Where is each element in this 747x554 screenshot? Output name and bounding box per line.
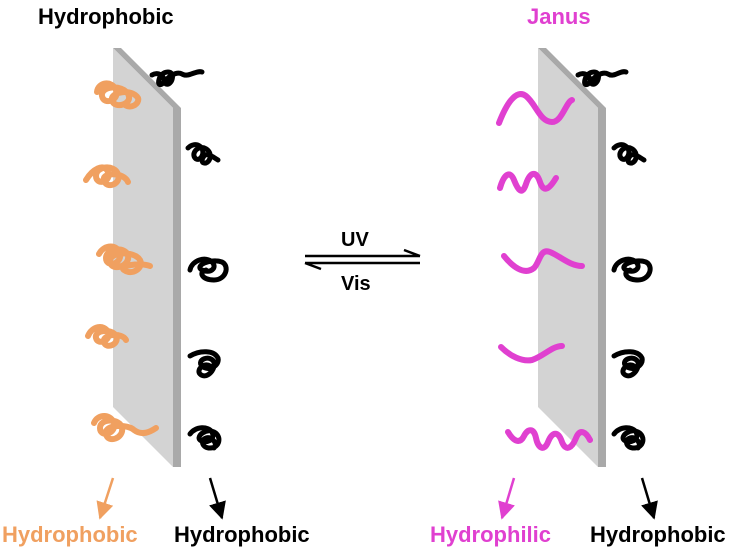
black-coil-l2 [185, 142, 221, 166]
arrow-left-front [96, 477, 115, 520]
right-magenta-waves [496, 91, 593, 451]
black-coil-r5 [611, 425, 646, 451]
arrow-left-back [208, 477, 226, 520]
black-coil-r2 [611, 142, 647, 166]
black-coil-r4 [611, 349, 645, 379]
magenta-wave-1 [496, 91, 575, 126]
orange-coil-1 [94, 80, 142, 110]
forward-arrow [305, 248, 421, 258]
orange-coil-5 [91, 413, 159, 443]
orange-coil-2 [83, 164, 131, 189]
uv-label: UV [341, 229, 369, 251]
left-back-label: Hydrophobic [174, 522, 310, 547]
left-black-coils [149, 69, 229, 451]
right-surface [538, 48, 606, 467]
arrow-right-back [640, 477, 658, 520]
magenta-wave-5 [505, 427, 593, 451]
orange-coil-4 [85, 324, 129, 349]
magenta-wave-3 [501, 248, 585, 274]
orange-coil-3 [96, 243, 153, 276]
right-black-coils [575, 69, 653, 451]
reverse-arrow [304, 261, 420, 271]
left-surface [113, 48, 181, 467]
black-coil-l1 [149, 69, 205, 88]
black-coil-l4 [187, 349, 221, 379]
equilibrium-arrows [304, 248, 421, 271]
left-title: Hydrophobic [38, 4, 174, 29]
right-back-label: Hydrophobic [590, 522, 726, 547]
right-front-label: Hydrophilic [430, 522, 552, 547]
vis-label: Vis [341, 273, 371, 295]
black-coil-l5 [187, 425, 222, 451]
arrow-right-front [498, 477, 516, 520]
left-orange-coils [83, 80, 159, 443]
black-coil-r1 [575, 69, 629, 88]
magenta-wave-2 [497, 171, 559, 194]
black-coil-l3 [187, 256, 229, 283]
left-front-label: Hydrophobic [2, 522, 138, 547]
right-title: Janus [527, 4, 591, 29]
black-coil-r3 [611, 256, 653, 283]
magenta-wave-4 [498, 343, 565, 364]
